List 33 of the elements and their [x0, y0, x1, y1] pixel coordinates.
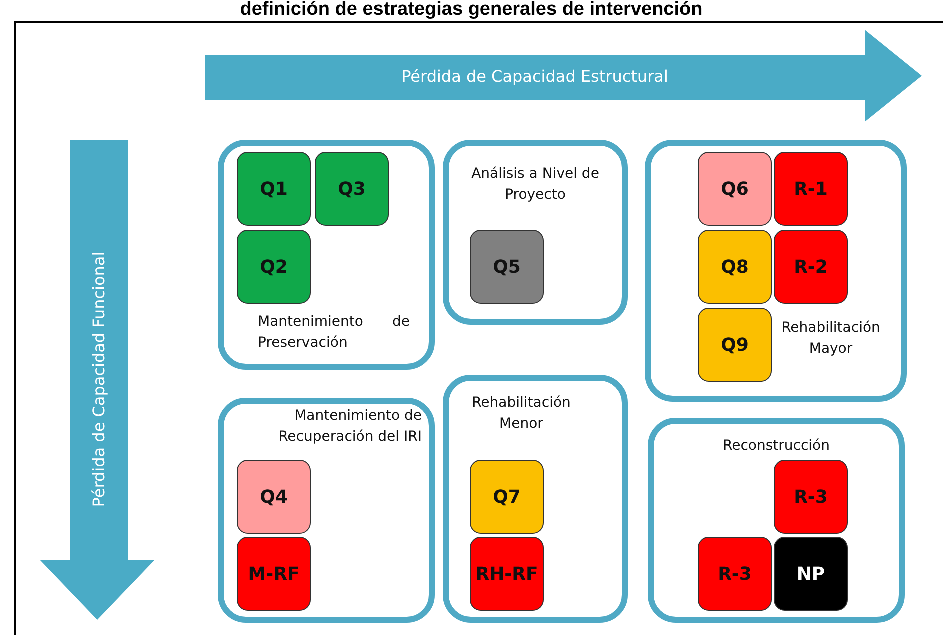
category-panel — [218, 140, 435, 370]
code-tile: R-3 — [774, 460, 848, 534]
code-tile: Q9 — [698, 308, 772, 382]
category-panel — [645, 140, 907, 402]
category-label: Análisis a Nivel de Proyecto — [470, 165, 600, 205]
category-label: Mantenimiento de Preservación — [258, 313, 410, 353]
code-tile: Q2 — [237, 230, 311, 304]
arrow-label: Pérdida de Capacidad Funcional — [90, 250, 108, 510]
diagram-title: definición de estrategias generales de intervención — [239, 0, 704, 20]
category-panel — [443, 375, 628, 623]
code-tile: R-2 — [774, 230, 848, 304]
code-tile: Q7 — [470, 460, 544, 534]
category-panel — [218, 398, 435, 623]
code-tile: Q1 — [237, 152, 311, 226]
category-panel — [443, 140, 628, 325]
code-tile: Q6 — [698, 152, 772, 226]
arrow-label: Pérdida de Capacidad Estructural — [400, 67, 670, 86]
code-tile: Q4 — [237, 460, 311, 534]
code-tile: R-1 — [774, 152, 848, 226]
code-tile: RH-RF — [470, 537, 544, 611]
category-panel — [648, 418, 905, 623]
code-tile: R-3 — [698, 537, 772, 611]
category-label: Reconstrucción — [722, 437, 831, 456]
code-tile: NP — [774, 537, 848, 611]
direction-arrow — [40, 140, 155, 620]
category-label: Rehabilitación Mayor — [780, 319, 882, 359]
code-tile: Q5 — [470, 230, 544, 304]
category-label: Mantenimiento de Recuperación del IRI — [278, 407, 422, 447]
code-tile: M-RF — [237, 537, 311, 611]
direction-arrow — [205, 30, 922, 122]
category-label: Rehabilitación Menor — [471, 394, 572, 434]
code-tile: Q8 — [698, 230, 772, 304]
code-tile: Q3 — [315, 152, 389, 226]
